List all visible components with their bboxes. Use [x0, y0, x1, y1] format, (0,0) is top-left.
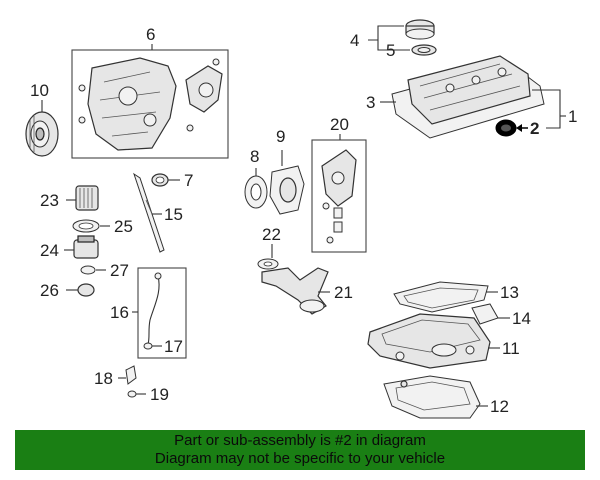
- callout-3[interactable]: 3: [366, 93, 375, 112]
- callout-18[interactable]: 18: [94, 369, 113, 388]
- front-seal[interactable]: [244, 175, 268, 209]
- oil-filler-cap[interactable]: [405, 19, 435, 40]
- callout-16[interactable]: 16: [110, 303, 129, 322]
- callout-12[interactable]: 12: [490, 397, 509, 416]
- callout-2[interactable]: 2: [530, 119, 539, 138]
- callout-24[interactable]: 24: [40, 241, 59, 260]
- info-banner: Part or sub-assembly is #2 in diagram Di…: [15, 430, 585, 470]
- dipstick[interactable]: [147, 272, 162, 345]
- oil-strainer[interactable]: [261, 267, 329, 315]
- dipstick-box: [137, 267, 187, 359]
- banner-line-1: Part or sub-assembly is #2 in diagram: [174, 432, 426, 449]
- bolt-19[interactable]: [127, 390, 137, 398]
- upper-oil-pan[interactable]: [367, 313, 491, 369]
- callout-11[interactable]: 11: [502, 339, 520, 358]
- oil-pump[interactable]: [321, 149, 357, 244]
- callout-20[interactable]: 20: [330, 115, 349, 134]
- callout-1[interactable]: 1: [568, 107, 577, 126]
- strainer-gasket[interactable]: [257, 258, 279, 270]
- banner-line-2: Diagram may not be specific to your vehi…: [154, 450, 446, 467]
- oil-filter-element[interactable]: [75, 185, 99, 211]
- callout-5[interactable]: 5: [386, 41, 395, 60]
- crank-pulley[interactable]: [25, 111, 59, 157]
- callout-26[interactable]: 26: [40, 281, 59, 300]
- oil-filter-o-ring[interactable]: [72, 219, 100, 233]
- callout-15[interactable]: 15: [164, 205, 183, 224]
- callout-17[interactable]: 17: [164, 337, 183, 356]
- drain-plug[interactable]: [77, 283, 95, 297]
- callout-19[interactable]: 19: [150, 385, 169, 404]
- oil-pump-box: [311, 139, 367, 253]
- callout-23[interactable]: 23: [40, 191, 59, 210]
- oil-pan-gasket[interactable]: [393, 281, 489, 313]
- timing-cover-box: [71, 49, 229, 159]
- callout-4[interactable]: 4: [350, 31, 359, 50]
- callout-7[interactable]: 7: [184, 171, 193, 190]
- drain-o-ring[interactable]: [80, 265, 96, 275]
- callout-13[interactable]: 13: [500, 283, 519, 302]
- callout-10[interactable]: 10: [30, 81, 49, 100]
- bracket-18[interactable]: [125, 365, 137, 385]
- oil-filler-gasket[interactable]: [411, 44, 437, 56]
- timing-cover[interactable]: [78, 57, 223, 151]
- callout-27[interactable]: 27: [110, 261, 129, 280]
- callout-22[interactable]: 22: [262, 225, 281, 244]
- dipstick-o-ring[interactable]: [143, 342, 153, 350]
- callout-25[interactable]: 25: [114, 217, 133, 236]
- callout-9[interactable]: 9: [276, 127, 285, 146]
- callout-14[interactable]: 14: [512, 309, 531, 328]
- seal-7[interactable]: [151, 173, 169, 187]
- callout-21[interactable]: 21: [334, 283, 353, 302]
- lower-oil-pan[interactable]: [383, 375, 481, 419]
- highlighted-part-2[interactable]: [495, 119, 517, 137]
- callout-8[interactable]: 8: [250, 147, 259, 166]
- valve-cover[interactable]: [391, 55, 545, 139]
- seal-cover[interactable]: [269, 165, 305, 215]
- dipstick-tube[interactable]: [133, 172, 165, 253]
- parts-diagram: 6 10 4 5 3: [25, 19, 577, 419]
- oil-filter-cap[interactable]: [73, 235, 99, 259]
- callout-6[interactable]: 6: [146, 25, 155, 44]
